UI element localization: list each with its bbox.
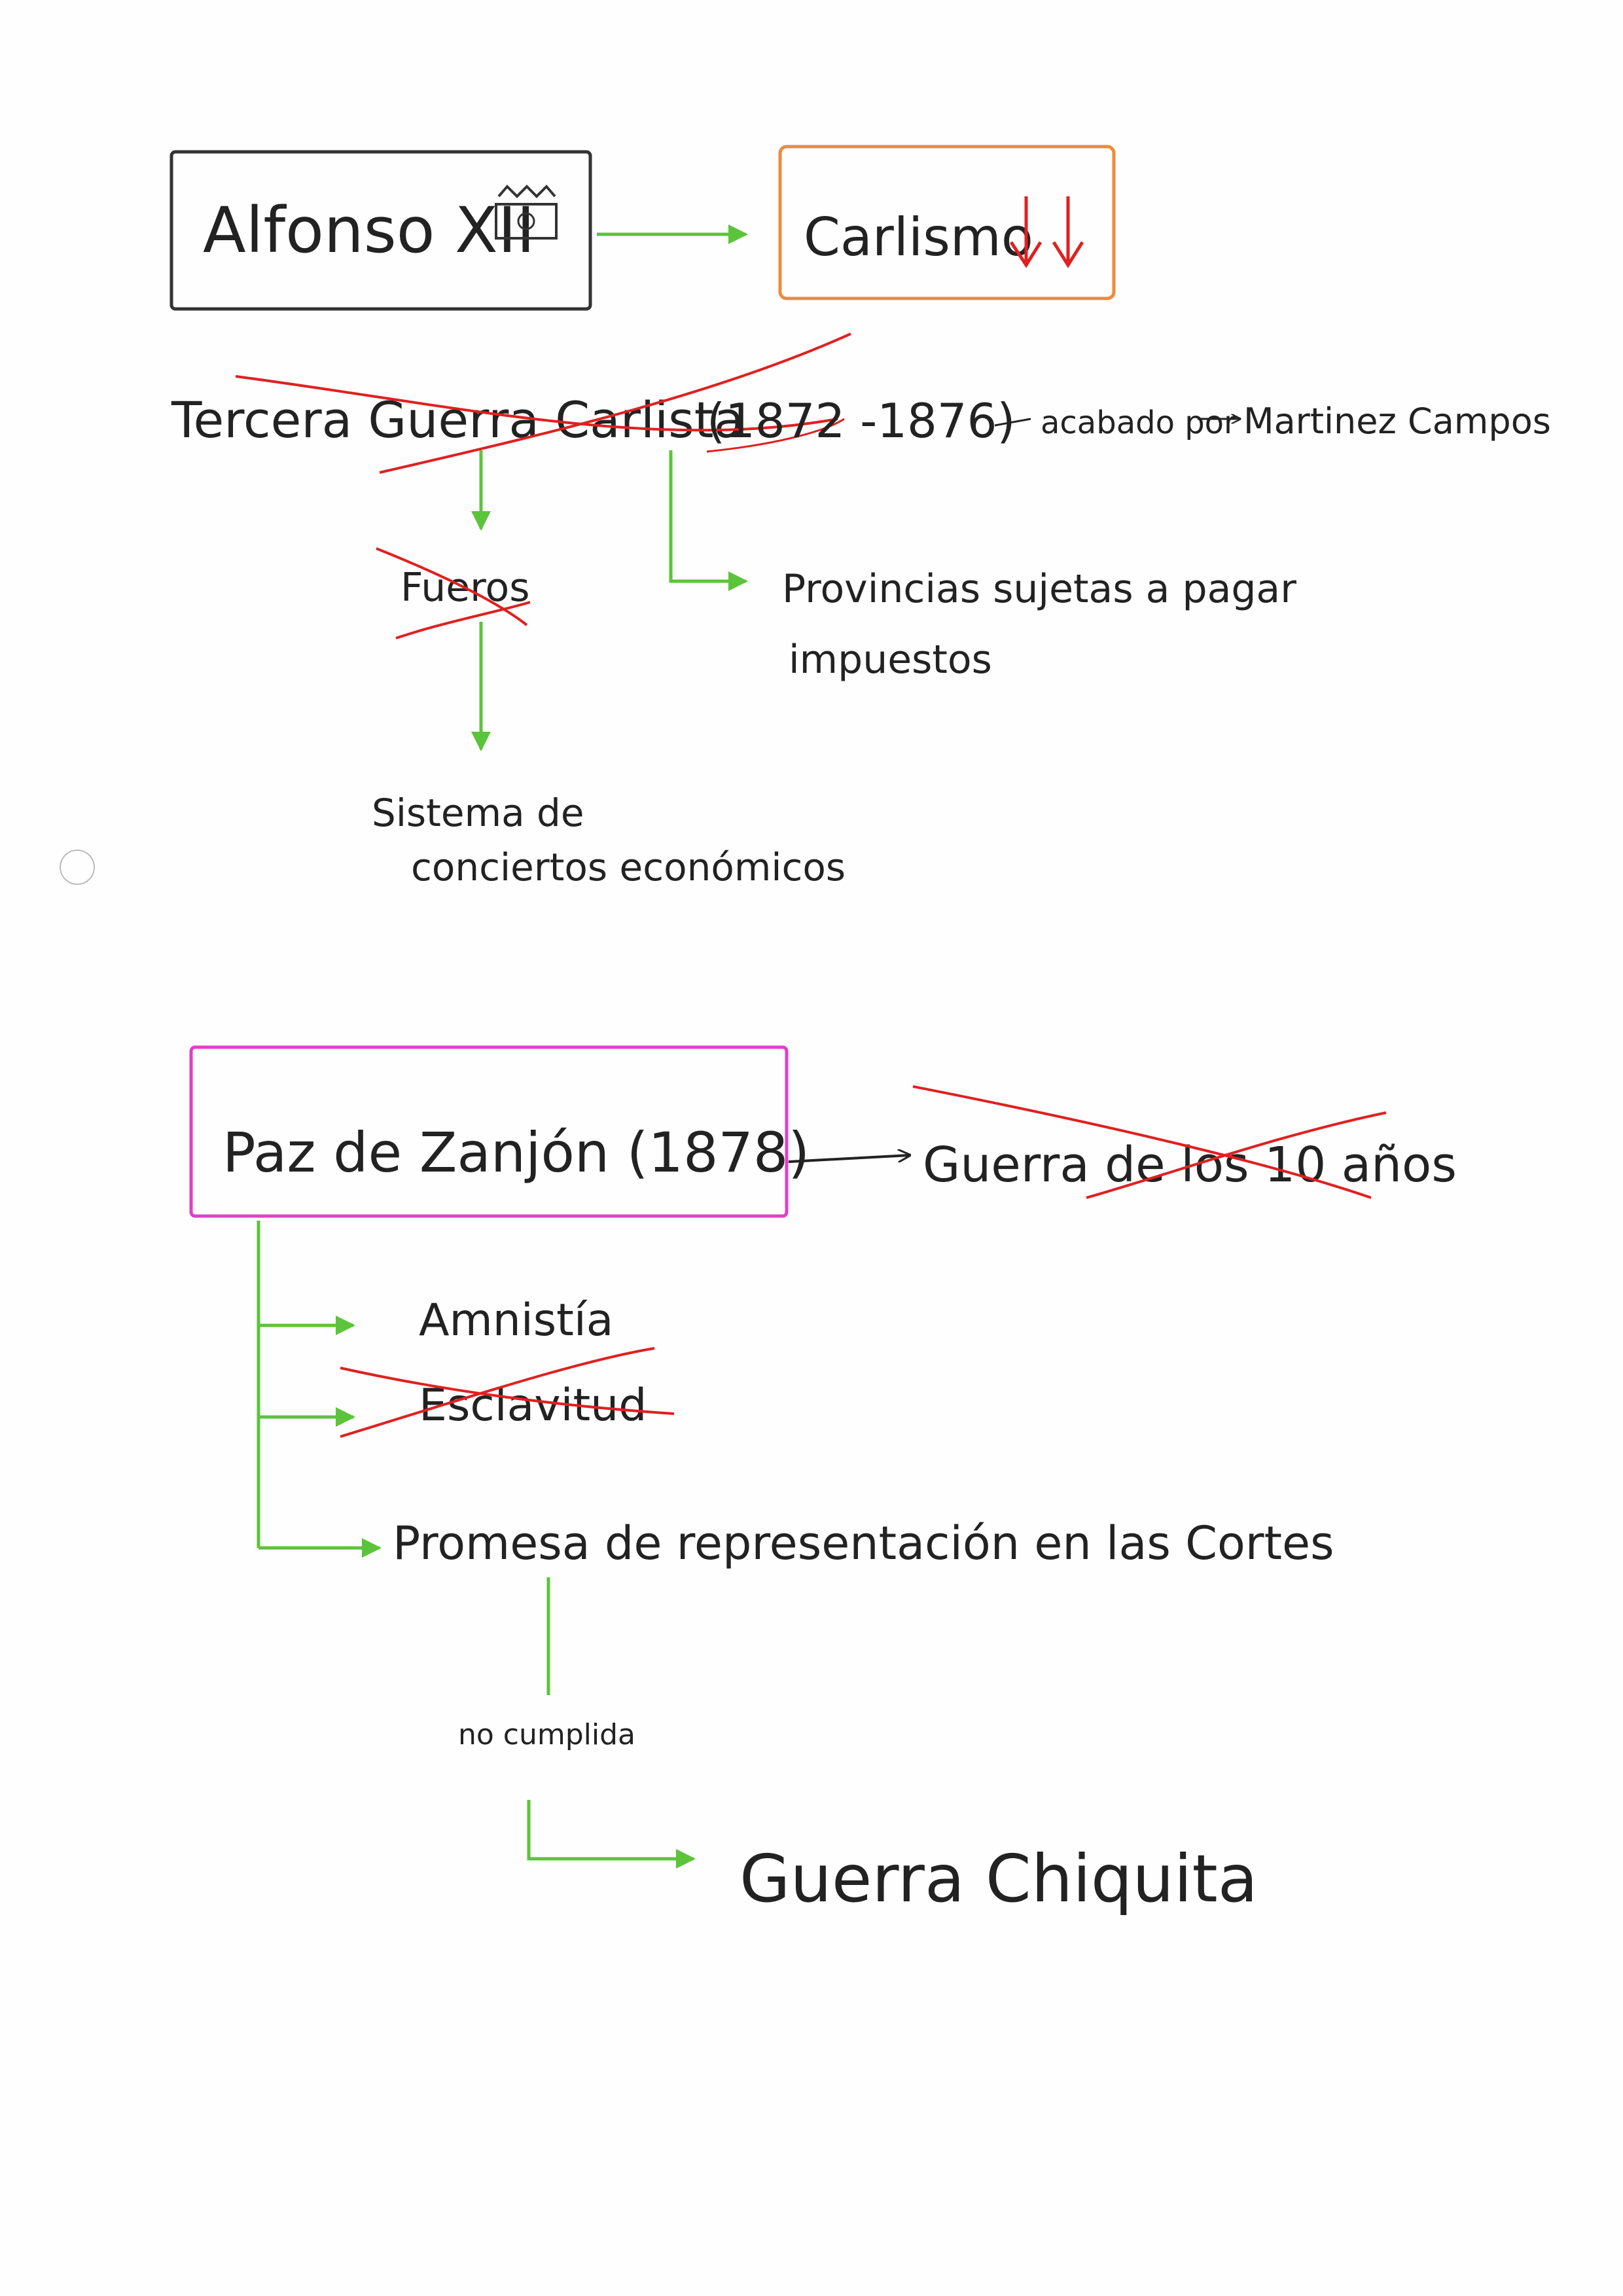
node-tercera-guerra-label: Tercera Guerra Carlista <box>171 391 744 449</box>
node-alfonso-label: Alfonso XII <box>203 194 535 267</box>
node-amnistia: Amnistía <box>419 1295 613 1346</box>
node-carlismo: Carlismo <box>778 145 1116 300</box>
arrow-no-cumplida-guerra-chiquita <box>527 1800 696 1869</box>
node-acabado-por: acabado por <box>1041 404 1237 441</box>
node-esclavitud-label: Esclavitud <box>419 1380 647 1431</box>
strike-tercera-guerra <box>235 375 838 432</box>
node-provincias-line2: impuestos <box>789 637 992 683</box>
arrow-guerra-provincias <box>669 450 748 591</box>
arrow-guerra-martinez <box>994 418 1031 427</box>
node-paz-zanjon: Paz de Zanjón (1878) <box>189 1045 810 1218</box>
node-provincias-line1: Provincias sujetas a pagar <box>782 566 1296 612</box>
node-paz-zanjon-label: Paz de Zanjón (1878) <box>223 1121 810 1185</box>
arrow-paz-guerra10 <box>788 1155 910 1163</box>
node-guerra-10: Guerra de los 10 años <box>912 1085 1457 1199</box>
down-arrow-icon <box>1009 196 1084 268</box>
node-sistema-line1: Sistema de <box>372 791 584 835</box>
node-no-cumplida: no cumplida <box>458 1718 635 1751</box>
binder-hole <box>60 850 95 885</box>
node-martinez-campos: Martinez Campos <box>1243 401 1551 442</box>
node-alfonso: Alfonso XII <box>169 150 592 311</box>
node-sistema-line2: conciertos económicos <box>411 845 846 889</box>
node-fueros: Fueros <box>376 547 531 639</box>
node-tercera-guerra-dates: (1872 -1876) <box>707 393 1016 448</box>
node-provincias: Provincias sujetas a pagar impuestos <box>782 566 1296 683</box>
node-sistema: Sistema de conciertos económicos <box>372 791 846 889</box>
node-carlismo-label: Carlismo <box>804 207 1033 268</box>
node-esclavitud: Esclavitud <box>340 1347 675 1438</box>
node-promesa: Promesa de representación en las Cortes <box>393 1516 1334 1570</box>
crown-icon <box>495 185 558 240</box>
node-guerra-chiquita: Guerra Chiquita <box>740 1840 1258 1917</box>
node-tercera-guerra: Tercera Guerra Carlista (1872 -1876) <box>171 332 1016 474</box>
